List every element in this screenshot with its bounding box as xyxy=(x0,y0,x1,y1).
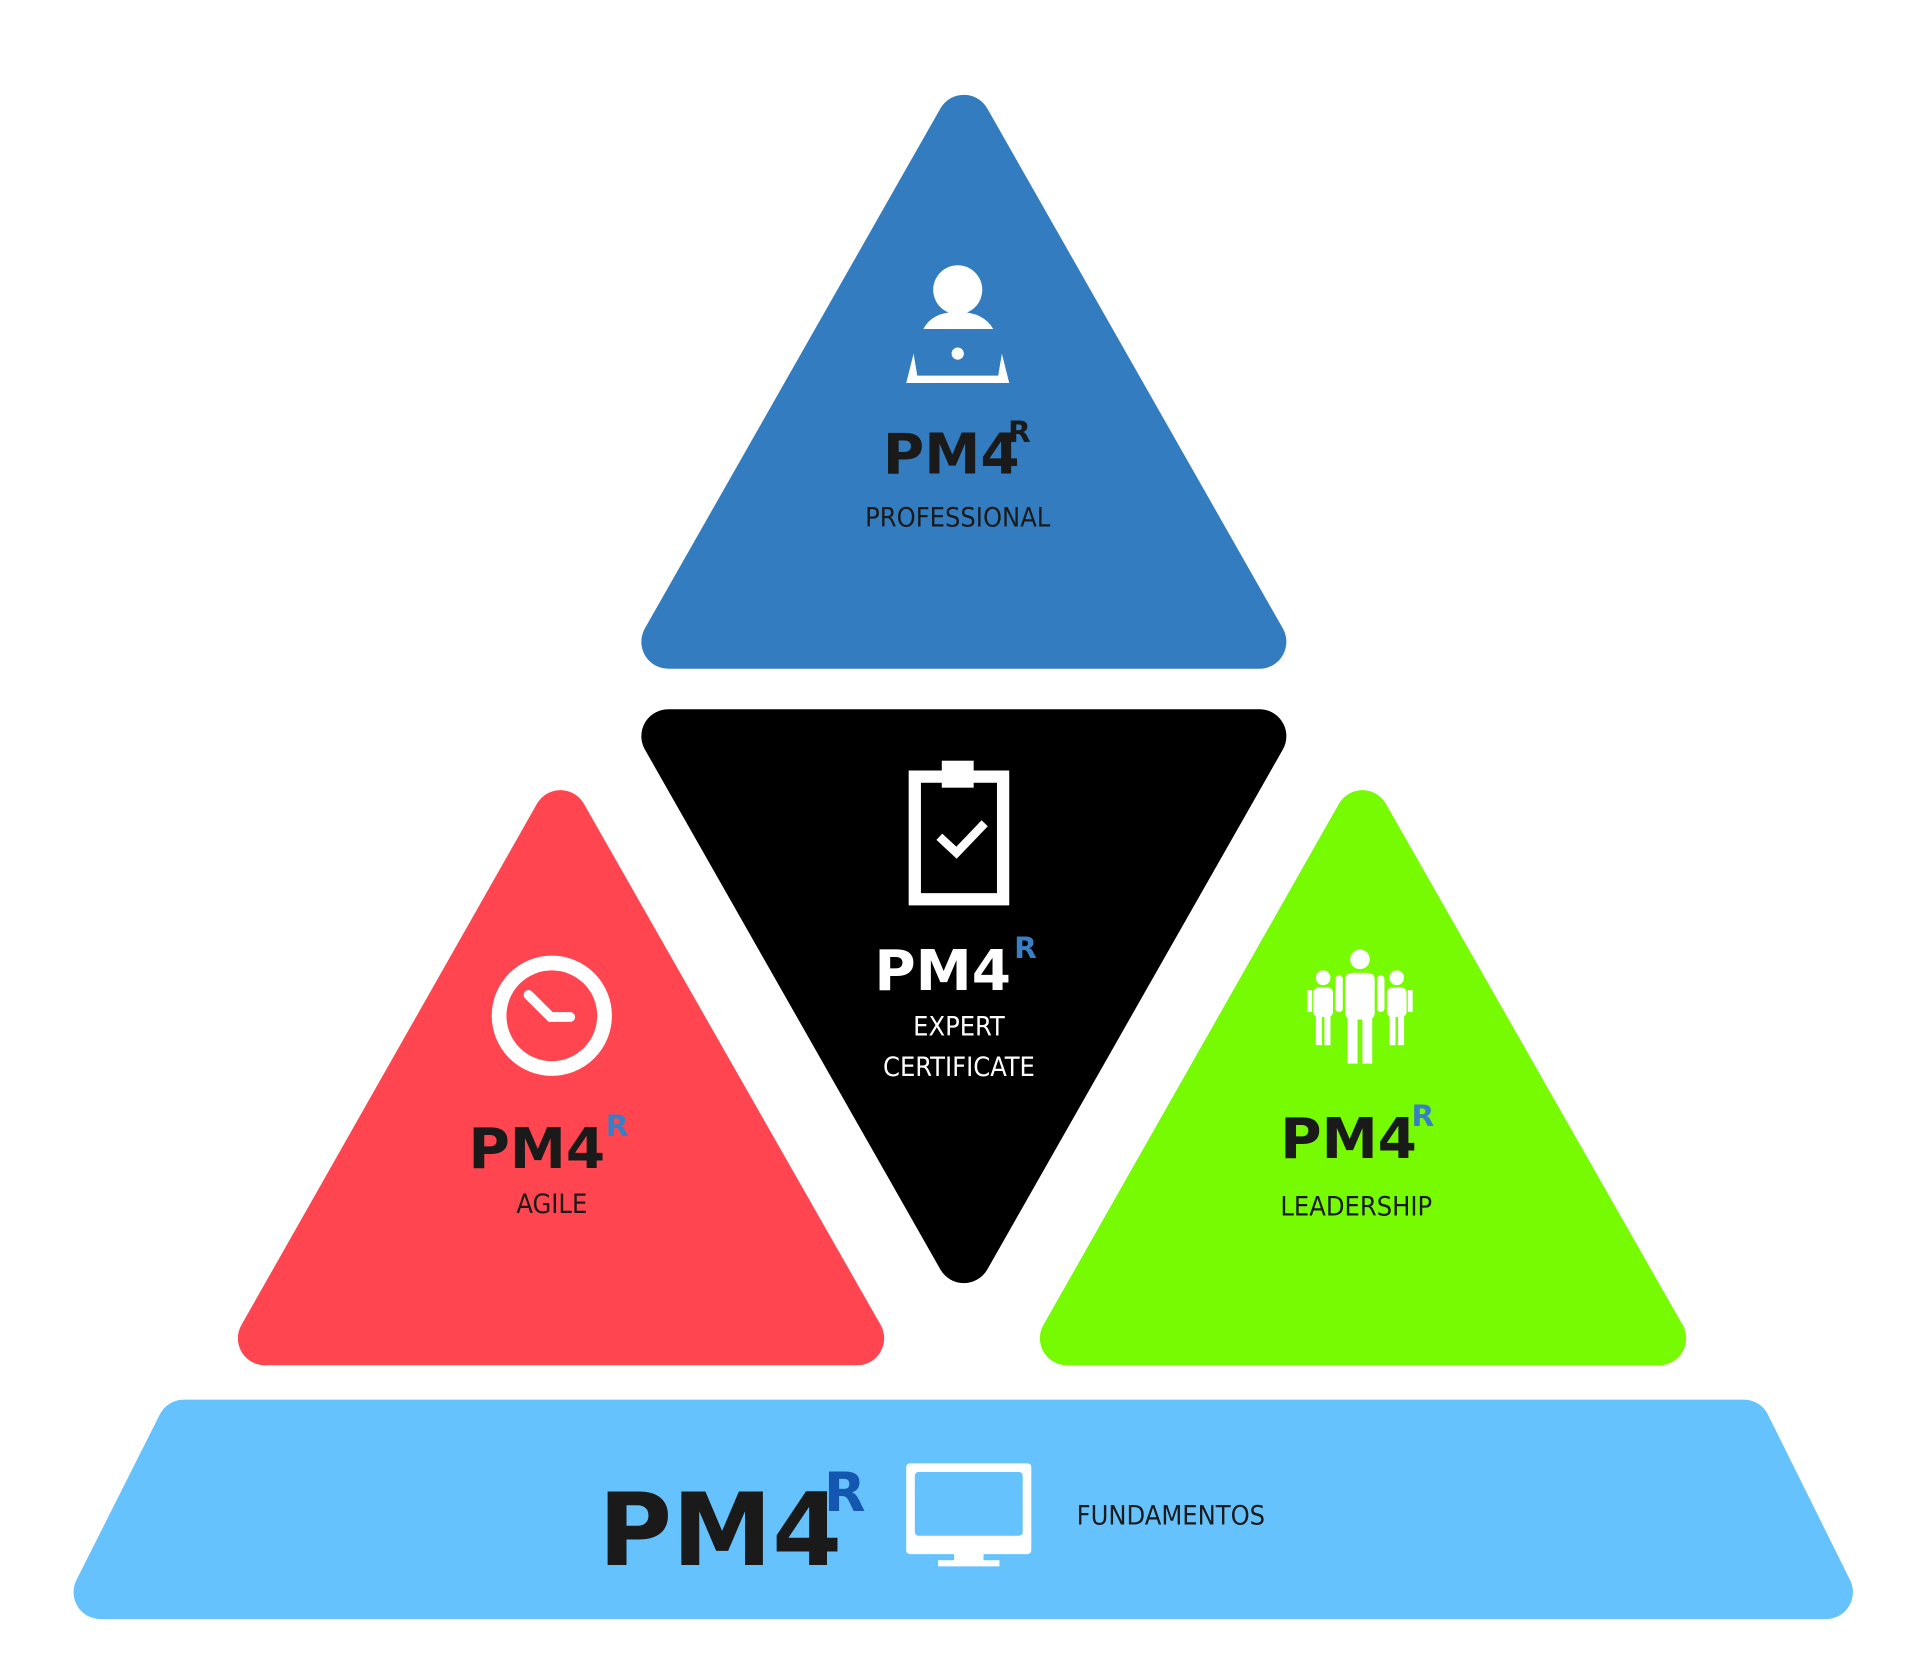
tier-leadership: PM4 R LEADERSHIP xyxy=(1039,790,1687,1366)
team-icon xyxy=(1307,949,1413,1064)
leadership-logo: PM4 xyxy=(1280,1107,1417,1172)
agile-triangle xyxy=(237,790,885,1366)
leadership-triangle xyxy=(1039,790,1687,1366)
person-laptop-icon xyxy=(906,265,1010,384)
clock-icon xyxy=(491,955,612,1076)
tier-expert: PM4 R EXPERT CERTIFICATE xyxy=(641,709,1287,1284)
agile-logo-sup: R xyxy=(606,1109,629,1143)
monitor-icon xyxy=(906,1463,1032,1567)
expert-label-line1: EXPERT xyxy=(913,1011,1005,1042)
professional-logo: PM4 xyxy=(883,423,1020,488)
professional-label: PROFESSIONAL xyxy=(865,502,1051,533)
expert-label-line2: CERTIFICATE xyxy=(883,1052,1035,1083)
agile-label: AGILE xyxy=(516,1189,587,1220)
tier-agile: PM4 R AGILE xyxy=(237,790,885,1366)
agile-logo: PM4 xyxy=(468,1117,605,1182)
leadership-logo-sup: R xyxy=(1411,1099,1434,1133)
clipboard-check-icon xyxy=(908,760,1010,906)
tier-fundamentos: PM4 R FUNDAMENTOS xyxy=(73,1399,1853,1620)
fundamentos-label: FUNDAMENTOS xyxy=(1077,1501,1265,1532)
expert-logo: PM4 xyxy=(874,939,1011,1004)
fundamentos-logo: PM4 xyxy=(598,1472,842,1589)
expert-logo-sup: R xyxy=(1014,931,1037,965)
leadership-label: LEADERSHIP xyxy=(1280,1192,1432,1223)
professional-logo-sup: R xyxy=(1008,415,1031,449)
tier-professional: PM4 R PROFESSIONAL xyxy=(641,94,1287,669)
expert-triangle xyxy=(641,709,1287,1284)
fundamentos-logo-sup: R xyxy=(824,1461,866,1524)
